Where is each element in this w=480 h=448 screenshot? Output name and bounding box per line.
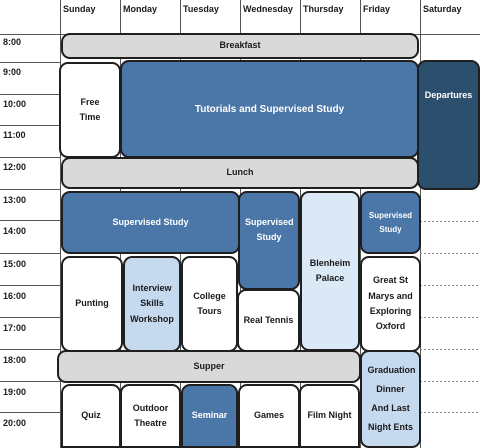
event-blenheim-palace[interactable]: Blenheim Palace [300,191,360,351]
time-label: 11:00 [3,130,26,140]
day-header-friday: Friday [363,4,391,14]
day-header-monday: Monday [123,4,158,14]
event-graduation-label: Graduation Dinner And Last Night Ents [367,365,416,432]
time-label: 14:00 [3,226,27,236]
event-great-st-marys-label: Great St Marys and Exploring Oxford [368,275,413,332]
time-label: 20:00 [3,418,27,428]
event-free-time[interactable]: Free Time [59,62,121,158]
time-label: 15:00 [3,259,27,269]
time-label: 9:00 [3,67,22,77]
event-supper[interactable]: Supper [57,350,361,383]
event-quiz[interactable]: Quiz [61,384,121,448]
event-free-time-label: Free Time [79,96,101,122]
event-departures[interactable]: Departures [417,60,480,190]
event-film-night[interactable]: Film Night [299,384,360,448]
time-label: 10:00 [3,99,27,109]
time-label: 16:00 [3,291,27,301]
event-blenheim-label: Blenheim Palace [309,257,351,283]
event-college-tours[interactable]: College Tours [181,256,238,352]
event-supervised-study-2[interactable]: Supervised Study [238,191,300,290]
event-supervised-study-2-label: Supervised Study [245,217,294,243]
event-lunch[interactable]: Lunch [61,157,419,189]
day-header-tuesday: Tuesday [183,4,219,14]
time-label: 18:00 [3,355,27,365]
event-outdoor-theatre[interactable]: Outdoor Theatre [120,384,181,448]
event-seminar[interactable]: Seminar [181,384,238,448]
event-outdoor-theatre-label: Outdoor Theatre [132,402,169,428]
day-header-saturday: Saturday [423,4,462,14]
time-label: 17:00 [3,323,27,333]
time-label: 12:00 [3,162,27,172]
day-header-thursday: Thursday [303,4,344,14]
event-real-tennis[interactable]: Real Tennis [237,289,300,352]
day-header-wednesday: Wednesday [243,4,293,14]
event-great-st-marys[interactable]: Great St Marys and Exploring Oxford [360,256,421,352]
day-header-sunday: Sunday [63,4,96,14]
event-supervised-study-3-label: Supervised Study [368,210,413,234]
event-supervised-study-1[interactable]: Supervised Study [61,191,240,254]
event-tutorials[interactable]: Tutorials and Supervised Study [120,60,419,158]
event-punting[interactable]: Punting [61,256,123,352]
event-graduation-dinner[interactable]: Graduation Dinner And Last Night Ents [360,350,421,448]
event-games[interactable]: Games [238,384,300,448]
time-label: 19:00 [3,387,27,397]
event-interview-workshop[interactable]: Interview Skills Workshop [123,256,181,352]
event-college-tours-label: College Tours [193,290,226,316]
event-interview-workshop-label: Interview Skills Workshop [130,283,174,324]
event-supervised-study-3[interactable]: Supervised Study [360,191,421,254]
time-label: 8:00 [3,37,22,47]
event-breakfast[interactable]: Breakfast [61,33,419,59]
time-label: 13:00 [3,195,27,205]
